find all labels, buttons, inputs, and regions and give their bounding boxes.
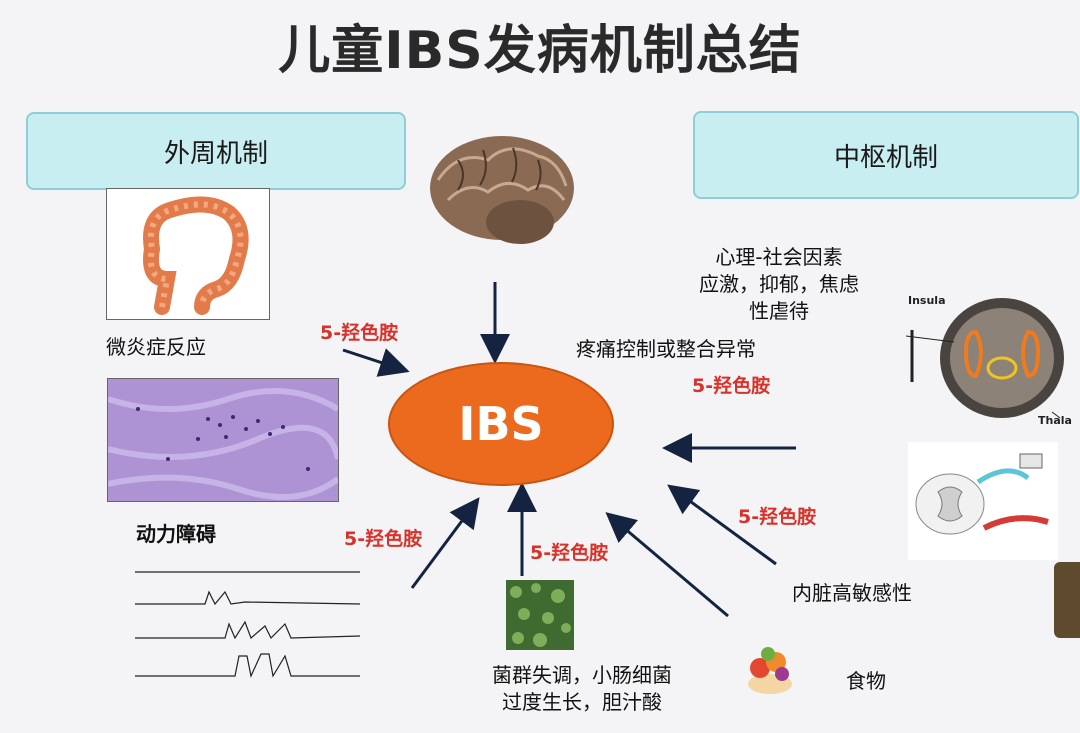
serotonin-label-visceral: 5-羟色胺 — [738, 506, 817, 528]
brain-scan-image: Insula Thala — [906, 292, 1080, 430]
motility-traces-image — [135, 556, 360, 706]
label-motility: 动力障碍 — [136, 522, 216, 546]
spinal-cord-icon — [908, 442, 1058, 560]
ibs-center-node: IBS — [388, 362, 614, 486]
histology-image — [107, 378, 339, 502]
label-flora: 菌群失调，小肠细菌 过度生长，胆汁酸 — [462, 662, 702, 716]
peripheral-mechanism-box: 外周机制 — [26, 112, 406, 190]
label-food: 食物 — [846, 669, 886, 693]
brain-scan-icon — [906, 298, 1064, 419]
label-visceral-hypersensitivity: 内脏高敏感性 — [792, 581, 912, 605]
colon-icon — [143, 196, 249, 315]
serotonin-label-motility: 5-羟色胺 — [344, 528, 423, 550]
label-flora-line1: 菌群失调，小肠细菌 — [492, 663, 672, 687]
arrow-from-food — [605, 512, 729, 618]
serotonin-label-peripheral: 5-羟色胺 — [320, 322, 399, 344]
partial-edge-element — [1054, 562, 1080, 638]
label-psych-line2: 应激，抑郁，焦虑 — [699, 272, 859, 296]
label-pain-control: 疼痛控制或整合异常 — [576, 337, 756, 361]
histology-icon — [108, 379, 338, 501]
label-thala: Thala — [1038, 414, 1072, 427]
spinal-pathway-image — [908, 442, 1058, 560]
food-icon — [748, 647, 792, 694]
central-mechanism-box: 中枢机制 — [693, 111, 1079, 199]
label-psych-line3: 性虐待 — [749, 299, 809, 323]
arrow-from-motility — [410, 497, 480, 589]
page-title: 儿童IBS发病机制总结 — [278, 21, 802, 81]
serotonin-label-pain: 5-羟色胺 — [692, 375, 771, 397]
arrow-from-inflammation — [342, 348, 410, 377]
brain-image — [428, 130, 576, 248]
colon-image — [106, 188, 270, 320]
label-flora-line2: 过度生长，胆汁酸 — [502, 690, 662, 714]
pressure-trace-icon — [135, 571, 360, 678]
arrow-from-visceral — [667, 484, 777, 566]
label-psych-line1: 心理-社会因素 — [715, 245, 843, 269]
bacteria-icon — [506, 580, 574, 650]
label-inflammation: 微炎症反应 — [106, 335, 206, 359]
label-psychosocial: 心理-社会因素 应激，抑郁，焦虑 性虐待 — [666, 244, 892, 325]
brain-icon — [430, 136, 574, 244]
label-insula: Insula — [908, 294, 946, 307]
bacteria-image — [506, 580, 574, 650]
serotonin-label-flora: 5-羟色胺 — [530, 542, 609, 564]
food-image — [740, 640, 800, 700]
